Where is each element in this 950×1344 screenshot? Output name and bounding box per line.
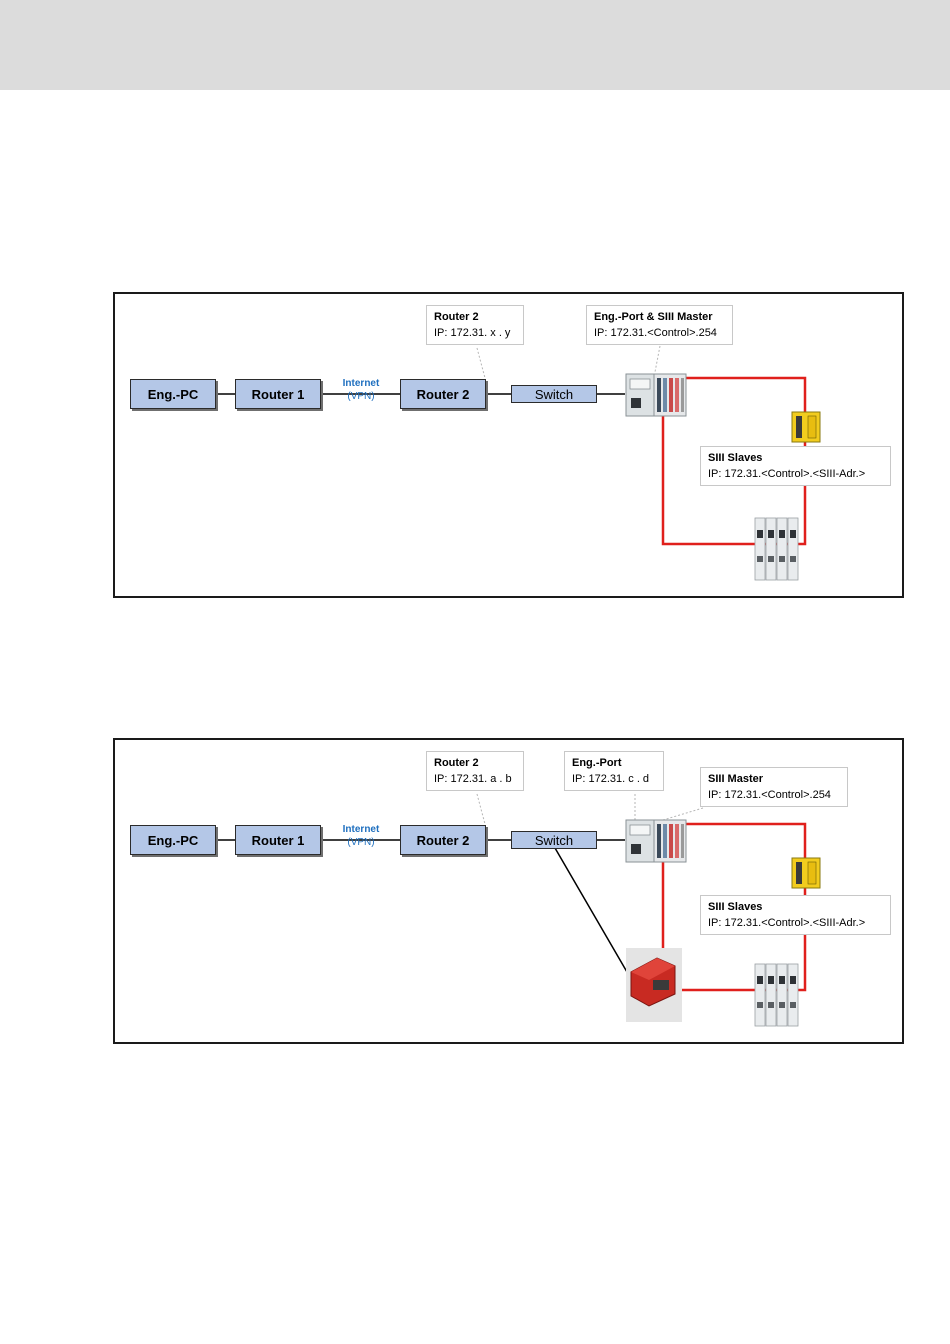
- switch-box: Switch: [511, 385, 597, 403]
- master-callout-leader: [662, 807, 704, 821]
- eng-port-callout-title: Eng.-Port: [572, 757, 622, 769]
- internet-vpn-label: Internet (VPN): [331, 377, 391, 403]
- router2-label: Router 2: [416, 386, 470, 402]
- router1-box: Router 1: [235, 825, 321, 855]
- switch-box: Switch: [511, 831, 597, 849]
- yellow-drive-icon: [791, 411, 821, 443]
- master-callout-title: SIII Master: [708, 773, 764, 785]
- control-unit-icon: [625, 373, 687, 417]
- router2-label: Router 2: [416, 832, 470, 848]
- router1-label: Router 1: [251, 832, 305, 848]
- slaves-callout-title: SIII Slaves: [708, 452, 763, 464]
- eng-pc-box: Eng.-PC: [130, 379, 216, 409]
- eng-port-callout-ip: IP: 172.31. c . d: [572, 773, 650, 785]
- router2-callout-ip: IP: 172.31. a . b: [434, 773, 512, 785]
- master-callout: SIII Master IP: 172.31.<Control>.254: [700, 767, 848, 807]
- router2-callout-leader: [476, 347, 486, 379]
- master-callout-ip: IP: 172.31.<Control>.254: [708, 789, 831, 801]
- slaves-callout: SIII Slaves IP: 172.31.<Control>.<SIII-A…: [700, 895, 891, 935]
- router2-callout: Router 2 IP: 172.31. a . b: [426, 751, 524, 791]
- slaves-callout-ip: IP: 172.31.<Control>.<SIII-Adr.>: [708, 917, 866, 929]
- slaves-callout: SIII Slaves IP: 172.31.<Control>.<SIII-A…: [700, 446, 891, 486]
- eng-pc-label: Eng.-PC: [147, 832, 199, 848]
- router2-box: Router 2: [400, 825, 486, 855]
- router1-label: Router 1: [251, 386, 305, 402]
- router1-box: Router 1: [235, 379, 321, 409]
- diagram-1-connections: [215, 345, 821, 581]
- master-callout-title: Eng.-Port & SIII Master: [594, 311, 713, 323]
- link-switch-red-controller: [554, 847, 628, 973]
- router2-callout-leader: [476, 793, 486, 825]
- drive-rack-icon: [754, 517, 799, 581]
- drive-rack-icon: [754, 963, 799, 1027]
- slaves-callout-ip: IP: 172.31.<Control>.<SIII-Adr.>: [708, 468, 866, 480]
- diagram-2-connections: [215, 793, 821, 1027]
- master-callout: Eng.-Port & SIII Master IP: 172.31.<Cont…: [586, 305, 733, 345]
- router2-callout-ip: IP: 172.31. x . y: [434, 327, 511, 339]
- yellow-drive-icon: [791, 857, 821, 889]
- network-diagram-2: Eng.-PC Router 1 Internet (VPN) Router 2…: [113, 738, 904, 1044]
- red-controller-icon: [626, 948, 682, 1022]
- master-callout-ip: IP: 172.31.<Control>.254: [594, 327, 717, 339]
- router2-callout: Router 2 IP: 172.31. x . y: [426, 305, 524, 345]
- page-header-bar: [0, 0, 950, 90]
- switch-label: Switch: [534, 386, 574, 402]
- slaves-callout-title: SIII Slaves: [708, 901, 763, 913]
- eng-port-callout: Eng.-Port IP: 172.31. c . d: [564, 751, 664, 791]
- eng-pc-label: Eng.-PC: [147, 386, 199, 402]
- router2-box: Router 2: [400, 379, 486, 409]
- eng-pc-box: Eng.-PC: [130, 825, 216, 855]
- sercos-ring: [661, 376, 807, 546]
- control-unit-icon: [625, 819, 687, 863]
- internet-text: Internet: [342, 378, 380, 389]
- vpn-text: (VPN): [347, 837, 375, 848]
- router2-callout-title: Router 2: [434, 311, 479, 323]
- switch-label: Switch: [534, 832, 574, 848]
- internet-text: Internet: [342, 824, 380, 835]
- network-diagram-1: Eng.-PC Router 1 Internet (VPN) Router 2…: [113, 292, 904, 598]
- internet-vpn-label: Internet (VPN): [331, 823, 391, 849]
- router2-callout-title: Router 2: [434, 757, 479, 769]
- vpn-text: (VPN): [347, 391, 375, 402]
- master-callout-leader: [654, 345, 661, 373]
